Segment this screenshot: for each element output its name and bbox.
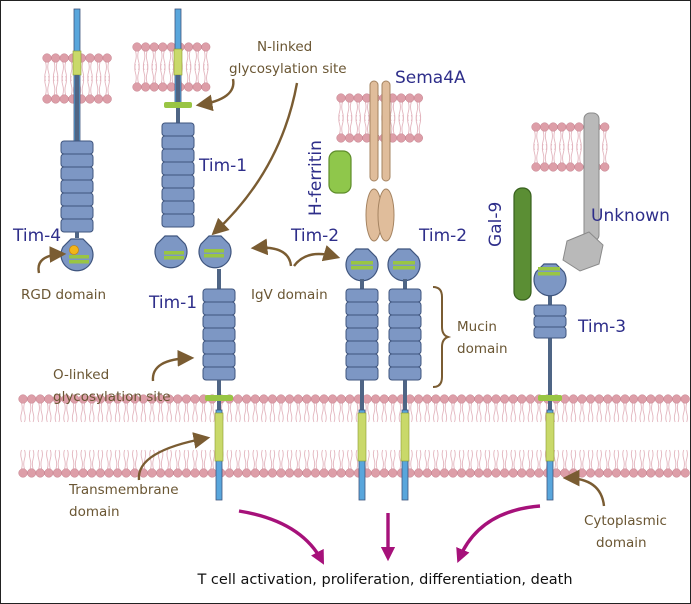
cytoplasmic-label-line1: Cytoplasmic	[584, 513, 667, 529]
rgd-motif-dot	[69, 245, 79, 255]
tim1-upper-mucin-stack	[161, 122, 195, 228]
membrane-t-cell	[18, 394, 690, 478]
tim2-left-protein	[345, 248, 379, 501]
tim4-mucin-stack	[60, 140, 94, 233]
tim1-lower-label: Tim-1	[148, 293, 197, 313]
tim2-right-mucin-stack	[388, 288, 422, 381]
tim4-label: Tim-4	[12, 226, 61, 246]
membranes	[18, 42, 690, 478]
igv-domain-label: IgV domain	[251, 287, 328, 303]
tim4-protein	[60, 8, 94, 272]
tim2-right-protein	[387, 248, 422, 501]
labels: Tim-4 Tim-1 Tim-1 Tim-2 Tim-2 Tim-3 Sema…	[12, 39, 670, 588]
callout-arrows	[37, 78, 606, 507]
transmembrane-label-line2: domain	[69, 504, 120, 520]
tim1-lower-protein	[202, 269, 236, 501]
cytoplasmic-label-line2: domain	[596, 535, 647, 551]
tim1-lower-o-glycan	[205, 395, 233, 401]
tim3-label: Tim-3	[577, 317, 626, 337]
membrane-sema4a-cell	[336, 93, 423, 143]
outcome-label: T cell activation, proliferation, differ…	[196, 572, 572, 588]
tim2-right-label: Tim-2	[418, 226, 467, 246]
tim1-upper-protein	[161, 8, 195, 228]
gal9-ligand	[513, 187, 532, 301]
n-linked-label-line1: N-linked	[257, 39, 312, 55]
tim2-left-mucin-stack	[345, 288, 379, 381]
unknown-label: Unknown	[591, 206, 670, 226]
n-linked-label-line2: glycosylation site	[229, 61, 347, 77]
mucin-domain-label-line2: domain	[457, 341, 508, 357]
tim1-upper-n-glycan	[164, 102, 192, 108]
tim1-lower-mucin-stack	[202, 288, 236, 381]
sema4a-label: Sema4A	[395, 68, 466, 88]
tim4-stem	[75, 75, 79, 141]
tim4-igv-domain	[60, 238, 94, 272]
tim1-igv-heads	[154, 235, 232, 269]
h-ferritin-ligand	[328, 150, 352, 194]
unknown-ligand	[562, 112, 604, 272]
tim1-transmembrane-segment	[214, 412, 224, 462]
sema4a-ligand	[365, 80, 395, 242]
o-linked-label-line2: glycosylation site	[53, 389, 171, 405]
h-ferritin-label: H-ferritin	[306, 140, 326, 216]
membrane-tim1-cell	[132, 42, 211, 92]
gal9-label: Gal-9	[486, 202, 506, 247]
tim4-transmembrane-segment	[72, 50, 82, 76]
mucin-bracket	[432, 286, 452, 388]
o-linked-label-line1: O-linked	[53, 367, 109, 383]
mucin-domain-label-line1: Mucin	[457, 319, 497, 335]
tim2-left-label: Tim-2	[290, 226, 339, 246]
tim1-upper-label: Tim-1	[198, 156, 247, 176]
signal-arrows	[238, 504, 541, 565]
tim3-protein	[533, 263, 567, 501]
transmembrane-label-line1: Transmembrane	[68, 482, 179, 498]
rgd-domain-label: RGD domain	[21, 287, 106, 303]
